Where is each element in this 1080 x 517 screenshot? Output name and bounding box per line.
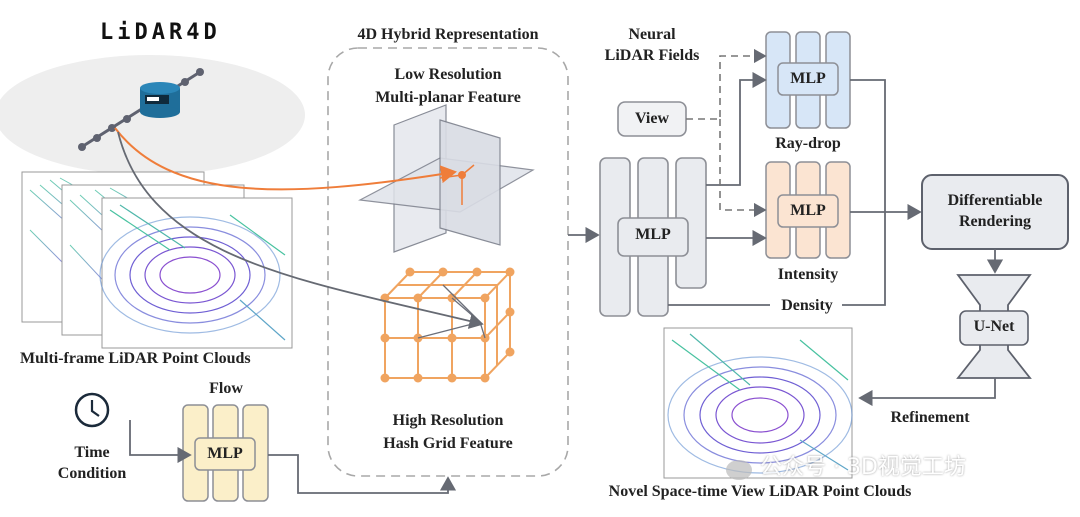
intensity-mlp-text: MLP (790, 202, 826, 219)
title: LiDAR4D (100, 20, 221, 45)
time-to-flow-arrow (129, 420, 192, 464)
watermark-icon (726, 460, 752, 480)
hash-grid-feature-icon (384, 271, 511, 379)
raydrop-label: Ray-drop (775, 135, 841, 152)
rendering-line2: Rendering (959, 213, 1031, 230)
high-res-line1: High Resolution (392, 412, 504, 429)
multiplanar-feature-icon (358, 104, 535, 253)
intensity-mlp-block (765, 161, 851, 259)
flow-mlp-text: MLP (207, 445, 243, 462)
density-to-render-line (842, 212, 886, 306)
low-res-line2: Multi-planar Feature (375, 89, 521, 106)
time-label: Time (74, 444, 110, 461)
condition-label: Condition (57, 465, 127, 482)
gray-ray-arrow (117, 131, 484, 329)
point-cloud-frame-3 (99, 197, 293, 349)
density-label: Density (781, 297, 833, 314)
main-mlp-text: MLP (635, 226, 671, 243)
raydrop-mlp-text: MLP (790, 70, 826, 87)
output-point-cloud (663, 327, 853, 479)
refinement-label: Refinement (890, 409, 970, 426)
flow-label: Flow (209, 380, 243, 397)
hybrid-title: 4D Hybrid Representation (357, 26, 539, 43)
lidar-sensor-icon (140, 82, 180, 118)
point-cloud-frames (21, 171, 293, 349)
neural-fields-line1: Neural (628, 26, 676, 43)
watermark: 公众号 · 3D视觉工坊 (760, 455, 966, 480)
view-dashed-line (686, 48, 767, 120)
orange-ray-arrow (114, 127, 457, 191)
main-mlp-block (599, 157, 707, 317)
differentiable-rendering-box (921, 174, 1069, 250)
flow-mlp-block (182, 404, 269, 502)
unet-to-output-arrow (858, 378, 996, 407)
flow-to-hashgrid-arrow (268, 454, 457, 494)
high-res-line2: Hash Grid Feature (383, 435, 513, 452)
mlp-to-raydrop-arrow (706, 71, 767, 186)
unet-block (956, 274, 1032, 379)
neural-fields-line2: LiDAR Fields (604, 47, 700, 64)
clock-icon (74, 392, 110, 428)
unet-text: U-Net (973, 318, 1015, 335)
view-text: View (634, 110, 670, 127)
output-label: Novel Space-time View LiDAR Point Clouds (608, 483, 912, 500)
point-clouds-label: Multi-frame LiDAR Point Clouds (20, 350, 251, 367)
rendering-line1: Differentiable (947, 192, 1043, 209)
intensity-label: Intensity (777, 266, 839, 283)
raydrop-to-render-line (850, 79, 886, 212)
hybrid-representation-box (327, 47, 569, 477)
view-dashed-line-2 (719, 119, 767, 218)
raydrop-mlp-block (765, 31, 851, 129)
low-res-line1: Low Resolution (394, 66, 502, 83)
